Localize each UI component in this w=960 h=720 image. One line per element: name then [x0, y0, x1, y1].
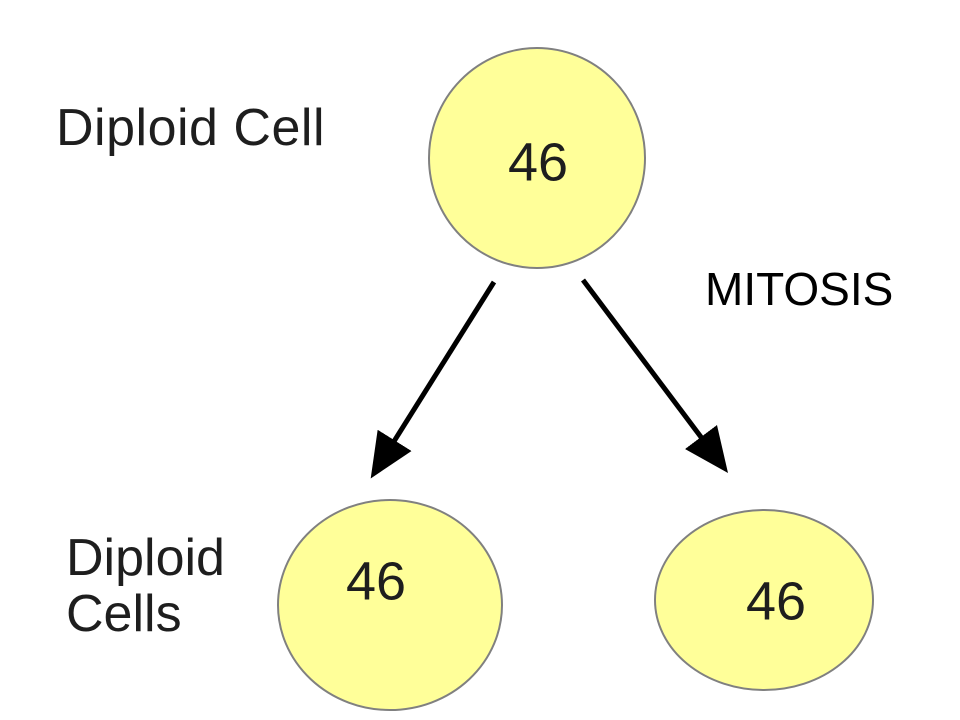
daughter-cells-label-line-2: Cells	[66, 585, 182, 643]
daughter-cells-label-line-1: Diploid	[66, 529, 225, 587]
parent-cell-label: Diploid Cell	[56, 99, 325, 157]
arrow-left	[370, 280, 497, 479]
daughter-cell-left-chromosome-count: 46	[346, 551, 406, 611]
parent-cell-body	[428, 47, 646, 269]
daughter-cell-left-body	[277, 499, 503, 711]
daughter-cell-right-chromosome-count: 46	[746, 571, 806, 631]
daughter-cell-left: 46	[277, 499, 503, 711]
parent-cell: 46	[428, 47, 646, 269]
daughter-cells-label: Diploid Cells	[66, 530, 225, 642]
process-label: MITOSIS	[705, 263, 894, 315]
daughter-cell-right: 46	[654, 509, 874, 691]
arrow-right	[581, 278, 729, 473]
daughter-cell-right-body	[654, 509, 874, 691]
parent-cell-chromosome-count: 46	[508, 132, 568, 192]
